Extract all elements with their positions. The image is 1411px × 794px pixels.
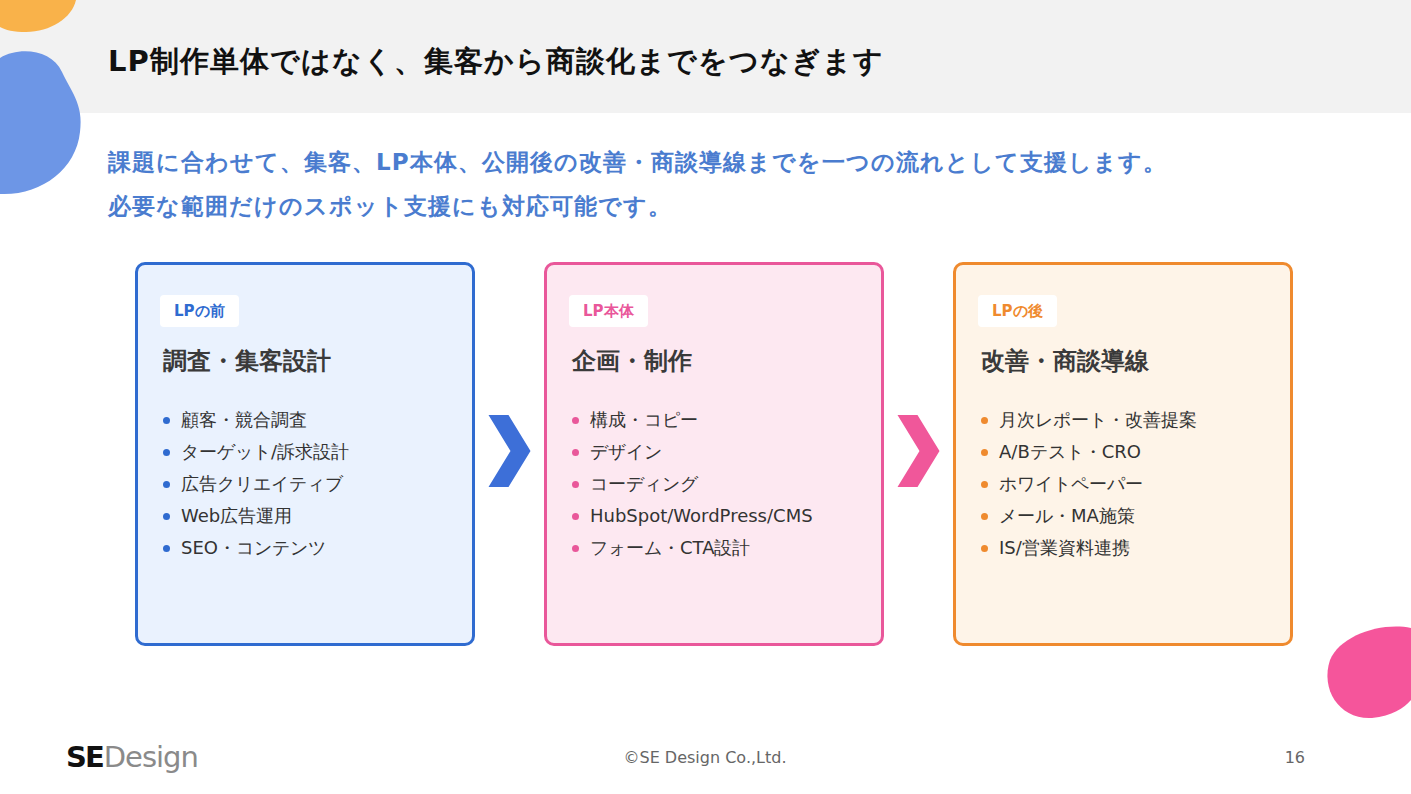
bullet-item: フォーム・CTA設計 <box>572 532 813 564</box>
pink-blob <box>1327 627 1411 718</box>
bullet-item: 広告クリエイティブ <box>163 468 349 500</box>
tag-pill: LPの前 <box>160 295 239 327</box>
logo-se: SE <box>66 740 103 774</box>
tag-pill: LP本体 <box>569 295 648 327</box>
tag-pill: LPの後 <box>978 295 1057 327</box>
slide-title: LP制作単体ではなく、集客から商談化までをつなぎます <box>108 42 884 82</box>
bullet-item: 月次レポート・改善提案 <box>981 404 1197 436</box>
copyright: ©SE Design Co.,Ltd. <box>624 748 787 767</box>
stage-box: 改善・商談導線月次レポート・改善提案A/Bテスト・CROホワイトペーパーメール・… <box>953 262 1293 646</box>
chevron-head <box>489 415 531 487</box>
bullet-item: 顧客・競合調査 <box>163 404 349 436</box>
bullet-list: 月次レポート・改善提案A/Bテスト・CROホワイトペーパーメール・MA施策IS/… <box>981 404 1197 564</box>
bullet-item: 構成・コピー <box>572 404 813 436</box>
bullet-item: コーディング <box>572 468 813 500</box>
stage-box: 企画・制作構成・コピーデザインコーディングHubSpot/WordPress/C… <box>544 262 884 646</box>
subtitle-line: 課題に合わせて、集客、LP本体、公開後の改善・商談導線までを一つの流れとして支援… <box>108 147 1167 178</box>
stage-heading: 調査・集客設計 <box>163 345 331 377</box>
bullet-item: A/Bテスト・CRO <box>981 436 1197 468</box>
subtitle-line: 必要な範囲だけのスポット支援にも対応可能です。 <box>108 191 672 222</box>
bullet-item: Web広告運用 <box>163 500 349 532</box>
logo-design: Design <box>104 740 198 774</box>
connector-line <box>475 451 544 452</box>
bullet-list: 構成・コピーデザインコーディングHubSpot/WordPress/CMSフォー… <box>572 404 813 564</box>
bullet-item: SEO・コンテンツ <box>163 532 349 564</box>
stage-heading: 企画・制作 <box>572 345 692 377</box>
bullet-item: IS/営業資料連携 <box>981 532 1197 564</box>
bullet-item: デザイン <box>572 436 813 468</box>
stage-box: 調査・集客設計顧客・競合調査ターゲット/訴求設計広告クリエイティブWeb広告運用… <box>135 262 475 646</box>
bullet-item: メール・MA施策 <box>981 500 1197 532</box>
connector-line <box>884 451 953 452</box>
tag-text: LPの前 <box>174 302 225 320</box>
bullet-item: ホワイトペーパー <box>981 468 1197 500</box>
tag-text: LP本体 <box>583 302 634 320</box>
page-number: 16 <box>1285 748 1305 767</box>
bullet-list: 顧客・競合調査ターゲット/訴求設計広告クリエイティブWeb広告運用SEO・コンテ… <box>163 404 349 564</box>
bullet-item: HubSpot/WordPress/CMS <box>572 500 813 532</box>
bullet-item: ターゲット/訴求設計 <box>163 436 349 468</box>
flow-chevron <box>884 415 953 487</box>
orange-blob <box>0 0 76 32</box>
stage-heading: 改善・商談導線 <box>981 345 1149 377</box>
flow-chevron <box>475 415 544 487</box>
tag-text: LPの後 <box>992 302 1043 320</box>
blue-blob <box>0 51 81 194</box>
chevron-head <box>898 415 940 487</box>
